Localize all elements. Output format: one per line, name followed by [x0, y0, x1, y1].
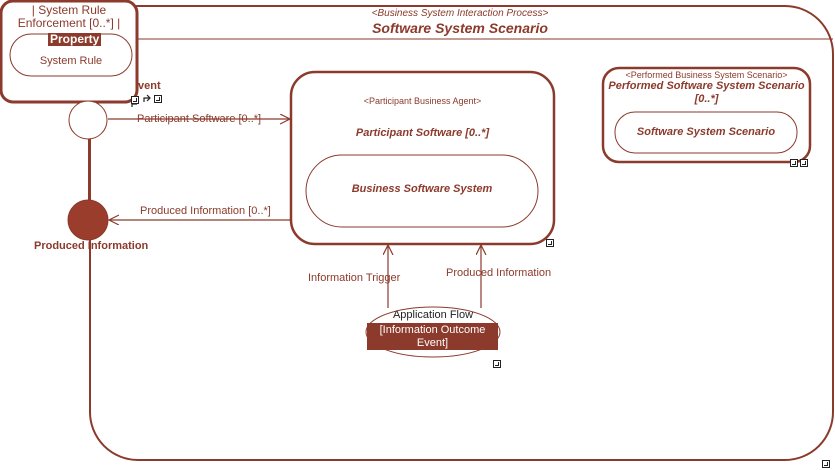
performed-warning-icon[interactable] [790, 159, 798, 167]
application-flow-label: Application Flow [392, 309, 474, 321]
process-expand-icon[interactable] [822, 460, 830, 468]
application-flow-tag-line1: [Information Outcome [379, 324, 486, 336]
process-title: Software System Scenario [372, 20, 548, 36]
flow-produced-information-label: Produced Information [0..*] [140, 205, 271, 217]
application-flow-tag-bg [367, 323, 498, 350]
agent-title: Participant Software [0..*] [355, 127, 490, 139]
performed-title-line1: Performed Software System Scenario [608, 80, 805, 92]
property-badge: Property [48, 32, 102, 46]
performed-expand-icon[interactable] [800, 159, 808, 167]
flow-information-trigger-label: Information Trigger [308, 272, 401, 284]
rule-panel-title-line2: Enforcement [0..*] | [17, 16, 121, 30]
performed-inner-shape[interactable] [614, 111, 798, 154]
agent-stereotype: <Participant Business Agent> [363, 96, 482, 106]
agent-inner-shape[interactable] [305, 154, 539, 228]
application-flow-tag-line2: Event] [416, 337, 449, 349]
process-stereotype: <Business System Interaction Process> [371, 8, 549, 19]
event-expand-icon[interactable] [154, 95, 162, 103]
final-node[interactable] [67, 199, 109, 241]
flow-produced-information-up-label: Produced Information [446, 267, 552, 279]
agent-expand-icon[interactable] [546, 239, 554, 247]
rule-item-label: System Rule [39, 55, 103, 67]
event-anchor-marker-icon[interactable] [131, 96, 139, 104]
event-label: vent [138, 80, 161, 92]
final-node-label: Produced Information [34, 240, 149, 252]
performed-inner-label: Software System Scenario [636, 126, 776, 138]
performed-stereotype: <Performed Business System Scenario> [625, 70, 788, 80]
event-link-icon [143, 94, 151, 102]
agent-inner-label: Business Software System [351, 183, 493, 195]
performed-title-line2: [0..*] [694, 93, 719, 105]
flow-participant-software-label: Participant Software [0..*] [137, 113, 262, 125]
rule-panel-title-line1: | System Rule [31, 3, 107, 17]
application-flow-expand-icon[interactable] [493, 360, 501, 368]
event-node[interactable] [68, 100, 108, 140]
event-anchor-icon [131, 103, 137, 107]
